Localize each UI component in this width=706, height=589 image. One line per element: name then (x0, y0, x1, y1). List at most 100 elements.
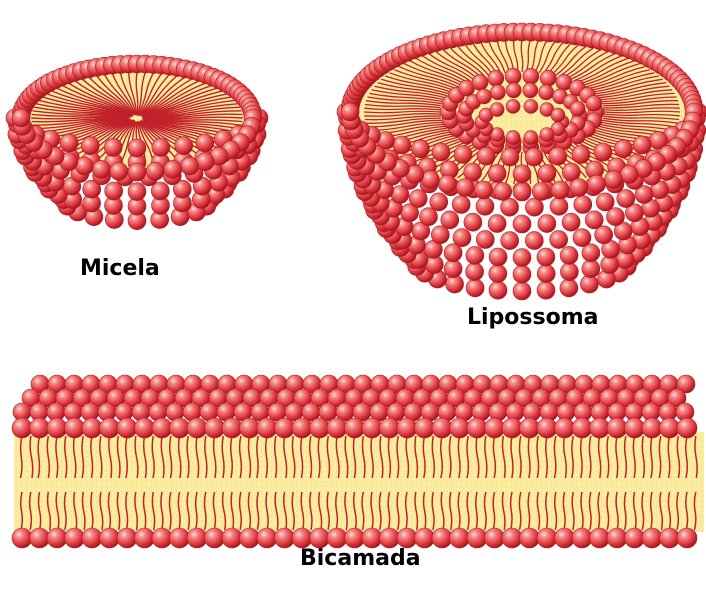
lipid-head (30, 528, 50, 548)
lipid-head (477, 89, 492, 104)
bilayer-core (14, 432, 704, 532)
lipid-head (475, 181, 493, 199)
lipid-head (570, 101, 585, 116)
lipid-head (135, 528, 155, 548)
lipid-head (420, 208, 438, 226)
lipid-head (100, 528, 120, 548)
lipid-head (412, 140, 430, 158)
lipid-head (452, 196, 470, 214)
lipid-head (586, 95, 602, 111)
lipid-head (175, 137, 193, 155)
lipid-head (525, 148, 543, 166)
lipid-head (415, 528, 435, 548)
lipid-head (488, 215, 506, 233)
lipid-head (432, 418, 452, 438)
lipid-head (466, 279, 484, 297)
lipid-head (341, 103, 359, 121)
lipid-head (489, 281, 507, 299)
lipid-head (506, 131, 520, 145)
lipid-head (415, 418, 435, 438)
lipid-head (538, 215, 556, 233)
lipid-head (677, 418, 697, 438)
lipid-head (617, 190, 635, 208)
lipid-head (607, 418, 627, 438)
lipid-head (505, 68, 521, 84)
lipid-head (450, 528, 470, 548)
lipid-head (476, 197, 494, 215)
lipid-head (523, 68, 539, 84)
lipid-head (588, 175, 606, 193)
lipid-head (152, 418, 172, 438)
lipid-head (81, 137, 99, 155)
lipid-head (409, 190, 427, 208)
lipid-head (205, 528, 225, 548)
lipid-head (12, 109, 30, 127)
micelle-label: Micela (80, 256, 160, 281)
lipid-head (549, 147, 567, 165)
lipid-head (422, 171, 440, 189)
lipid-head (117, 418, 137, 438)
lipid-head (585, 211, 603, 229)
lipid-head (187, 528, 207, 548)
lipid-head (196, 153, 214, 171)
lipid-head (240, 528, 260, 548)
lipid-head (466, 263, 484, 281)
lipid-head (292, 528, 312, 548)
lipid-head (506, 99, 520, 113)
lipid-head (438, 175, 456, 193)
lipid-head (540, 70, 556, 86)
lipid-head (196, 134, 214, 152)
lipid-head (441, 211, 459, 229)
lipid-head (47, 418, 67, 438)
lipid-head (620, 166, 638, 184)
lipid-head (572, 418, 592, 438)
lipid-head (537, 281, 555, 299)
lipid-head (555, 418, 575, 438)
lipid-head (625, 418, 645, 438)
lipid-head (476, 231, 494, 249)
lipid-head (12, 418, 32, 438)
lipid-head (135, 418, 155, 438)
lipid-head (494, 183, 512, 201)
lipid-head (560, 279, 578, 297)
lipid-head (362, 418, 382, 438)
lipid-head (525, 198, 543, 216)
lipid-head (488, 164, 506, 182)
lipid-head (539, 85, 554, 100)
lipid-head (467, 418, 487, 438)
lipid-head (152, 528, 172, 548)
lipid-head (240, 418, 260, 438)
lipid-head (562, 213, 580, 231)
lipid-head (152, 138, 170, 156)
lipid-head (520, 418, 540, 438)
lipid-head (430, 193, 448, 211)
micelle-diagram (6, 55, 268, 230)
lipid-head (100, 418, 120, 438)
lipid-head (537, 528, 557, 548)
lipid-head (47, 528, 67, 548)
lipid-head (128, 163, 146, 181)
lipid-head (397, 418, 417, 438)
bilayer-bottom-heads (12, 528, 697, 548)
bilayer-front-top-heads (12, 418, 697, 438)
lipid-head (30, 418, 50, 438)
lipid-head (513, 265, 531, 283)
lipid-head (538, 164, 556, 182)
lipid-head (432, 143, 450, 161)
lipid-head (524, 99, 538, 113)
lipid-head (607, 528, 627, 548)
bilayer-top-surface (13, 375, 695, 421)
lipid-head (92, 160, 110, 178)
lipid-head (537, 265, 555, 283)
lipid-head (117, 528, 137, 548)
lipid-head (489, 265, 507, 283)
lipid-head (513, 165, 531, 183)
lipid-head (633, 136, 651, 154)
lipid-head (570, 179, 588, 197)
lipid-head (590, 528, 610, 548)
lipid-head (466, 246, 484, 264)
lipid-head (582, 260, 600, 278)
lipid-head (490, 85, 505, 100)
lipid-head (222, 528, 242, 548)
